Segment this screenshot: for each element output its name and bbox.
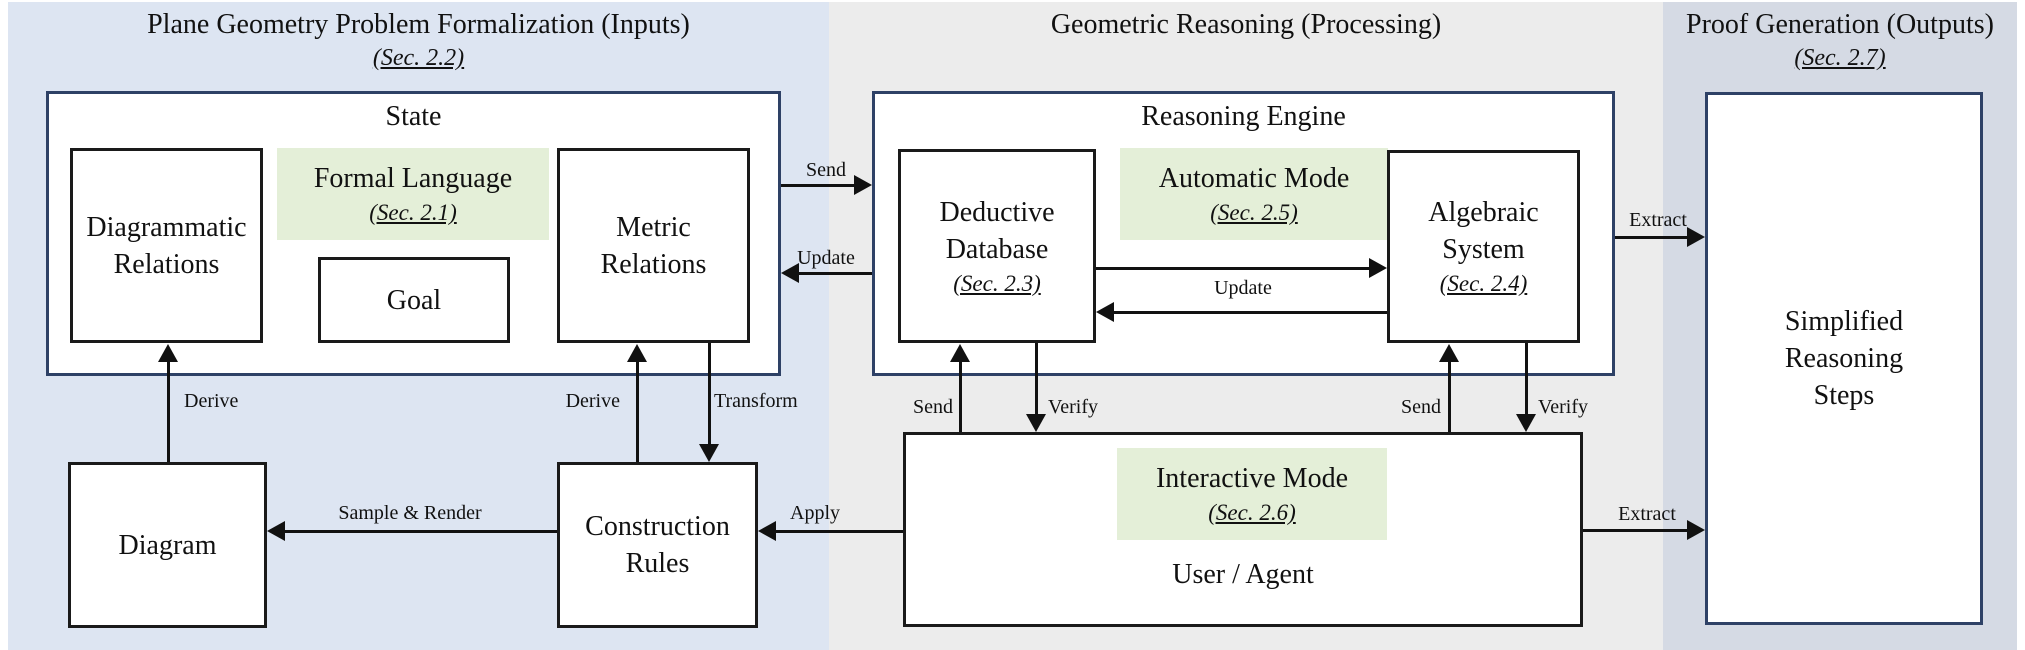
node-deductive-database-sec: (Sec. 2.3)	[953, 270, 1041, 296]
edge-extract-engine-label: Extract	[1629, 209, 1687, 231]
edge-derive-diagram-label: Derive	[184, 390, 239, 412]
node-algebraic-system-sec: (Sec. 2.4)	[1439, 271, 1528, 296]
node-diagram: Diagram	[68, 462, 267, 628]
edge-send-state-label: Send	[806, 159, 846, 181]
arrowhead-right-icon	[1687, 227, 1705, 247]
edge-extract-agent-label: Extract	[1618, 503, 1676, 525]
edge-algebraic-to-db-line	[1112, 311, 1387, 314]
node-simplified-reasoning-steps: Simplified Reasoning Steps	[1705, 92, 1983, 625]
edge-apply-label: Apply	[790, 502, 840, 524]
arrowhead-down-icon	[1026, 414, 1046, 432]
panel-inputs-sec: (Sec. 2.2)	[372, 45, 465, 71]
arrowhead-right-icon	[1369, 258, 1387, 278]
edge-derive-rules-label: Derive	[565, 390, 620, 412]
edge-update-state-line	[797, 272, 872, 275]
interactive-mode-sec: (Sec. 2.6)	[1208, 500, 1296, 525]
node-metric-relations: Metric Relations	[557, 148, 750, 343]
node-diagram-label: Diagram	[118, 529, 217, 561]
automatic-mode-sec: (Sec. 2.5)	[1210, 200, 1298, 225]
arrowhead-left-icon	[758, 521, 776, 541]
arrowhead-up-icon	[1439, 344, 1459, 362]
reasoning-engine-group-title: Reasoning Engine	[1141, 101, 1346, 132]
edge-send-db-label: Send	[913, 396, 953, 418]
formal-language-sec: (Sec. 2.1)	[369, 200, 457, 225]
node-diagrammatic-relations-label: Diagrammatic Relations	[86, 211, 247, 280]
edge-verify-db-label: Verify	[1048, 396, 1098, 418]
arrowhead-right-icon	[1687, 520, 1705, 540]
highlight-automatic-mode: Automatic Mode (Sec. 2.5)	[1120, 148, 1388, 240]
arrowhead-up-icon	[627, 344, 647, 362]
state-group-title: State	[385, 101, 442, 132]
arrowhead-up-icon	[950, 344, 970, 362]
edge-extract-engine-line	[1615, 236, 1690, 239]
arrowhead-down-icon	[1516, 414, 1536, 432]
edge-transform-label: Transform	[714, 390, 798, 412]
edge-send-algebraic-line	[1448, 358, 1451, 432]
edge-transform-line	[708, 343, 711, 446]
node-goal-label: Goal	[386, 284, 442, 316]
arrowhead-left-icon	[267, 521, 285, 541]
node-algebraic-system-label: Algebraic System	[1428, 197, 1539, 265]
arrowhead-left-icon	[781, 263, 799, 283]
node-diagrammatic-relations: Diagrammatic Relations	[70, 148, 263, 343]
arrowhead-up-icon	[158, 344, 178, 362]
highlight-formal-language: Formal Language (Sec. 2.1)	[277, 148, 549, 240]
edge-update-state-label: Update	[797, 247, 855, 269]
panel-inputs-title: Plane Geometry Problem Formalization (In…	[147, 9, 690, 40]
arrowhead-left-icon	[1096, 302, 1114, 322]
edge-verify-algebraic-label: Verify	[1538, 396, 1588, 418]
automatic-mode-label: Automatic Mode	[1158, 163, 1350, 194]
node-algebraic-system: Algebraic System (Sec. 2.4)	[1387, 150, 1580, 343]
edge-verify-algebraic-line	[1525, 343, 1528, 416]
edge-apply-line	[774, 530, 903, 533]
edge-send-state-line	[781, 184, 857, 187]
panel-outputs-title: Proof Generation (Outputs)	[1686, 9, 1994, 40]
node-construction-rules: Construction Rules	[557, 462, 758, 628]
edge-send-db-line	[959, 358, 962, 432]
highlight-interactive-mode: Interactive Mode (Sec. 2.6)	[1117, 448, 1387, 540]
edge-send-algebraic-label: Send	[1401, 396, 1441, 418]
edge-extract-agent-line	[1583, 529, 1690, 532]
edge-db-to-algebraic-line	[1096, 267, 1371, 270]
panel-processing-title: Geometric Reasoning (Processing)	[1050, 9, 1442, 40]
edge-verify-db-line	[1035, 343, 1038, 416]
node-deductive-database: Deductive Database (Sec. 2.3)	[898, 149, 1096, 343]
edge-derive-diagram-line	[167, 358, 170, 462]
node-construction-rules-label: Construction Rules	[585, 511, 730, 579]
node-metric-relations-label: Metric Relations	[600, 211, 707, 280]
node-simplified-reasoning-steps-label: Simplified Reasoning Steps	[1784, 306, 1904, 411]
interactive-mode-label: Interactive Mode	[1155, 463, 1349, 494]
node-user-agent-label: User / Agent	[1172, 559, 1314, 590]
formal-language-label: Formal Language	[313, 163, 513, 194]
node-goal: Goal	[318, 257, 510, 343]
arrowhead-right-icon	[854, 175, 872, 195]
node-deductive-database-label: Deductive Database	[939, 196, 1055, 265]
panel-outputs-sec: (Sec. 2.7)	[1794, 45, 1886, 71]
edge-update-db-label: Update	[1214, 277, 1272, 299]
edge-sample-render-line	[283, 530, 557, 533]
edge-derive-rules-line	[636, 358, 639, 462]
edge-sample-render-label: Sample & Render	[338, 502, 482, 524]
arrowhead-down-icon	[699, 444, 719, 462]
